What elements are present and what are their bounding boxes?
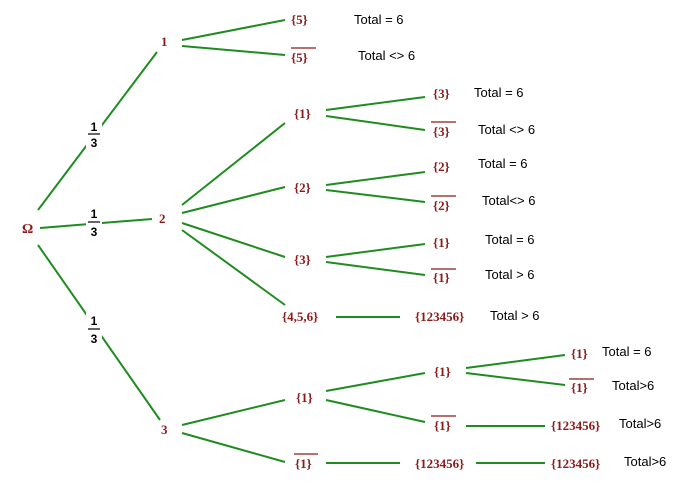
prob-denominator: 3 [91,225,98,239]
outcome-2-2-2: {2} [433,159,450,174]
node-3-not1-all: {123456} [415,456,464,471]
outcome-2-2-not2: {2} [433,198,450,213]
outcome-1-not5: {5} [291,50,308,65]
total-3-1-not1-all: Total>6 [619,416,661,431]
outcome-2-1-3: {3} [433,86,450,101]
edge-2-to-2 [181,186,286,214]
outcome-2-1-not3: {3} [433,124,450,139]
outcome-2-3-not1: {1} [433,270,450,285]
edge-3-to-1 [181,399,286,426]
node-2-2: {2} [294,180,311,195]
total-1-5: Total = 6 [354,12,404,27]
node-1: 1 [161,34,168,49]
prob-fraction-branch-3: 1 3 [86,312,102,346]
edge-2-3-to-not1 [325,261,426,276]
node-3-1-1: {1} [434,364,451,379]
outcome-3-1-1-not1: {1} [571,380,588,395]
node-2-1: {1} [294,106,311,121]
node-3-1: {1} [296,390,313,405]
total-2-3-not1: Total > 6 [485,267,535,282]
outcome-2-456-all: {123456} [415,309,464,324]
prob-denominator: 3 [91,136,98,150]
outcome-3-1-1-1: {1} [571,346,588,361]
node-2-456: {4,5,6} [282,309,318,324]
total-3-not1-all-all: Total>6 [624,454,666,469]
total-2-1-3: Total = 6 [474,85,524,100]
prob-numerator: 1 [91,314,98,328]
total-1-not5: Total <> 6 [358,48,415,63]
total-2-2-2: Total = 6 [478,156,528,171]
prob-fraction-branch-1: 1 3 [86,118,102,150]
edge-2-2-to-2 [325,171,426,186]
edge-2-to-3 [181,222,286,258]
total-3-1-1-not1: Total>6 [612,378,654,393]
total-2-456-all: Total > 6 [490,308,540,323]
node-3-not1: {1} [295,456,312,471]
edge-3-1-to-not1 [325,399,426,423]
outcome-3-1-not1-all: {123456} [551,418,600,433]
edge-2-3-to-1 [325,243,426,258]
edge-2-to-456 [181,229,286,306]
edge-3-1-to-1 [325,372,426,392]
edge-2-1-to-3 [325,96,426,111]
root-omega: Ω [22,222,33,237]
edge-3-1-1-to-1 [465,354,566,369]
edge-3-to-not1 [181,432,286,463]
edge-1-to-5 [181,19,286,41]
edge-1-to-not5 [181,45,286,56]
total-3-1-1-1: Total = 6 [602,344,652,359]
node-3: 3 [161,422,168,437]
prob-numerator: 1 [91,120,98,134]
edge-2-1-to-not3 [325,115,426,131]
outcome-1-5: {5} [291,12,308,27]
node-2-3: {3} [294,252,311,267]
outcome-3-not1-all-all: {123456} [551,456,600,471]
total-2-1-not3: Total <> 6 [478,122,535,137]
prob-denominator: 3 [91,332,98,346]
total-2-2-not2: Total<> 6 [482,193,536,208]
prob-numerator: 1 [91,207,98,221]
node-3-1-not1: {1} [434,418,451,433]
edge-2-to-1 [181,122,286,206]
total-2-3-1: Total = 6 [485,232,535,247]
edge-3-1-1-to-not1 [465,372,566,386]
prob-fraction-branch-2: 1 3 [86,205,102,239]
outcome-2-3-1: {1} [433,235,450,250]
edge-2-2-to-not2 [325,189,426,203]
node-2: 2 [159,211,166,226]
